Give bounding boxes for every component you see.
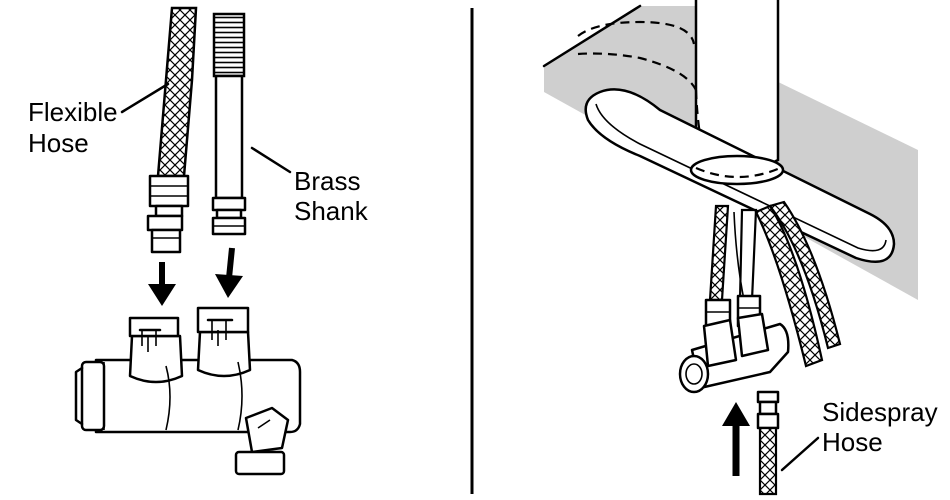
flexible-hose [146,6,198,254]
sidespray-label-line1: Sidespray [822,397,938,427]
flexible-hose-label-line2: Hose [28,128,89,158]
down-arrow-right [215,247,243,298]
down-arrow-left [148,262,176,306]
brass-shank [211,12,247,236]
sidespray-label-line2: Hose [822,427,883,457]
sidespray-leader [780,436,820,472]
up-arrow [722,402,750,476]
manifold-valve-installed [678,294,790,394]
right-panel: Sidespray Hose [542,0,938,496]
brass-shank-label-line1: Brass [294,166,360,196]
left-panel: Flexible Hose Brass Shank [28,6,369,476]
brass-shank-label-line2: Shank [294,196,369,226]
brass-shank-leader [250,146,292,174]
flexible-hose-label-line1: Flexible [28,97,118,127]
flexible-hose-leader [120,82,170,114]
escutcheon-plate [584,88,896,263]
manifold-valve [74,306,302,476]
sidespray-hose [756,390,780,496]
